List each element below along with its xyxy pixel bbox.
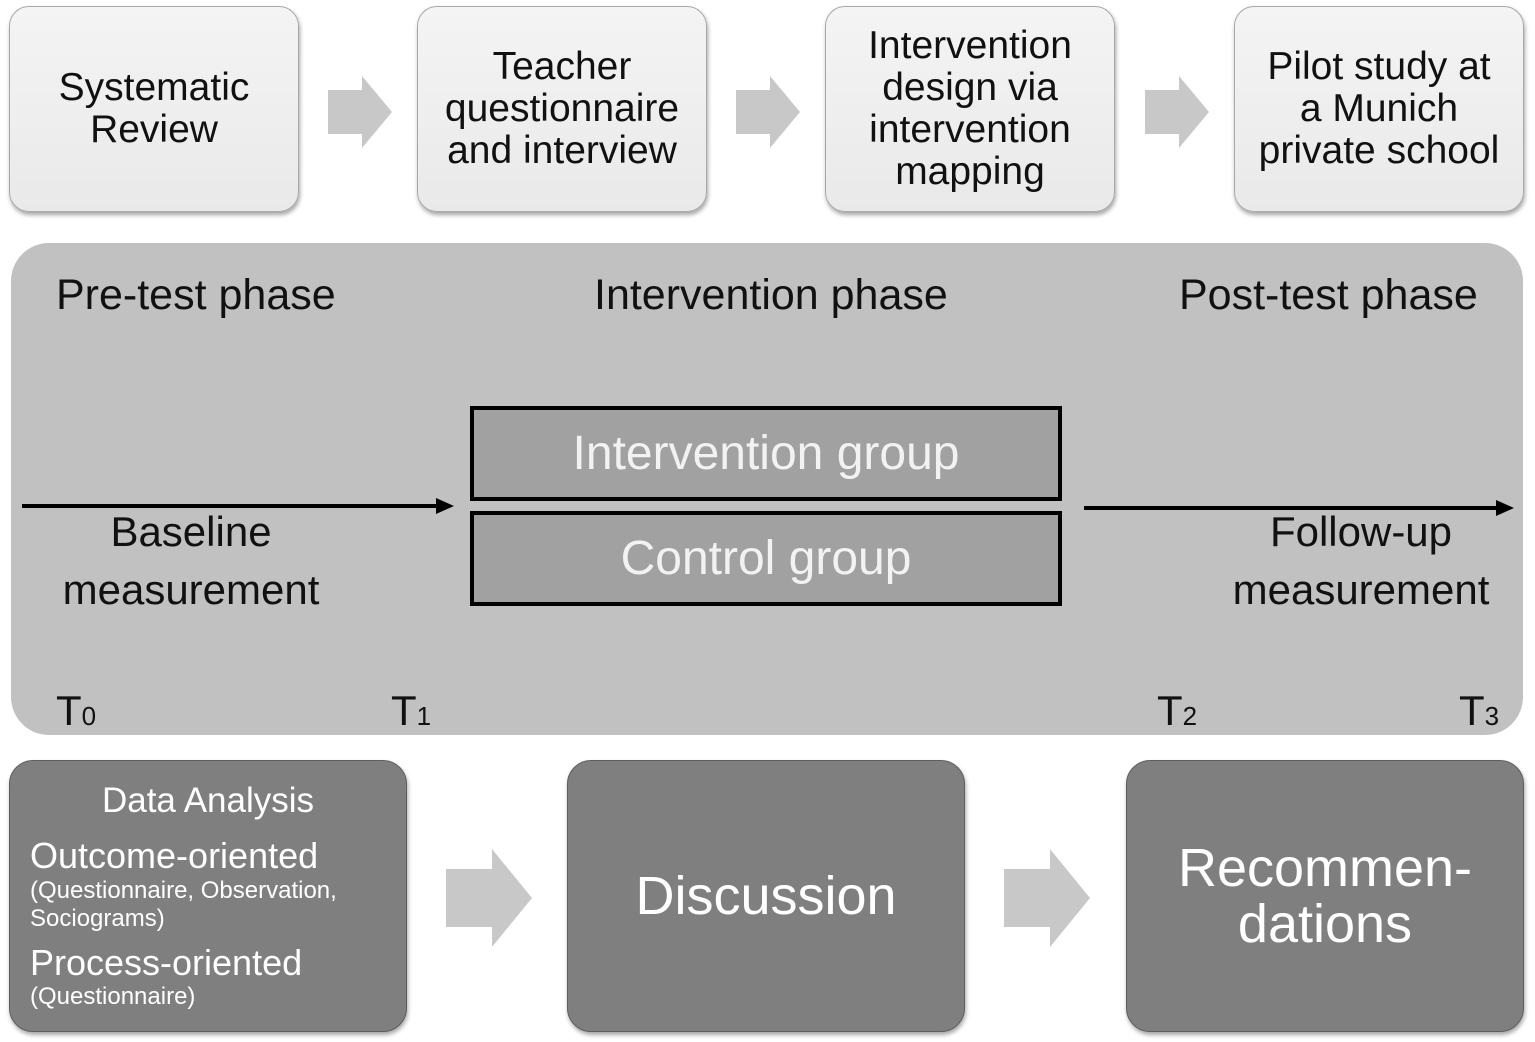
intervention-group-label: Intervention group [572, 427, 960, 480]
block-arrow-right-icon [736, 76, 800, 148]
data-analysis-title: Data Analysis [101, 781, 315, 820]
recommendations-label: Recommen- dations [1177, 838, 1473, 954]
data-analysis-box: Data Analysis Outcome-oriented (Question… [9, 760, 407, 1032]
time-point-t1: T1 [391, 688, 431, 739]
process-oriented-detail: (Questionnaire) [30, 983, 196, 1010]
recommendations-box: Recommen- dations [1126, 760, 1524, 1032]
phase-title-pre-test: Pre-test phase [56, 271, 336, 319]
time-point-letter: T [1157, 687, 1183, 734]
baseline-measurement-label: Baseline measurement [62, 508, 320, 613]
step-label: Pilot study at a Munich private school [1258, 45, 1500, 172]
time-point-t0: T0 [56, 688, 96, 739]
step-label: Systematic Review [58, 66, 250, 151]
step-systematic-review: Systematic Review [9, 6, 299, 212]
time-point-letter: T [391, 687, 417, 734]
time-point-index: 0 [81, 701, 97, 731]
step-teacher-questionnaire: Teacher questionnaire and interview [417, 6, 707, 212]
step-intervention-design: Intervention design via intervention map… [825, 6, 1115, 212]
time-point-letter: T [56, 687, 82, 734]
time-point-index: 2 [1182, 701, 1198, 731]
discussion-box: Discussion [567, 760, 965, 1032]
followup-timeline-arrow-icon [1082, 496, 1518, 525]
block-arrow-right-icon [446, 849, 532, 947]
process-oriented-heading: Process-oriented [30, 942, 303, 983]
step-pilot-study: Pilot study at a Munich private school [1234, 6, 1524, 212]
phase-title-intervention: Intervention phase [594, 271, 948, 319]
time-point-index: 3 [1484, 701, 1500, 731]
control-group-label: Control group [620, 532, 912, 585]
baseline-timeline-arrow-icon [20, 494, 456, 523]
time-point-letter: T [1459, 687, 1485, 734]
time-point-t3: T3 [1459, 688, 1499, 739]
phase-title-post-test: Post-test phase [1179, 271, 1478, 319]
control-group-box: Control group [470, 511, 1062, 606]
intervention-group-box: Intervention group [470, 406, 1062, 501]
time-point-index: 1 [416, 701, 432, 731]
discussion-label: Discussion [635, 866, 897, 926]
step-label: Intervention design via intervention map… [868, 24, 1072, 193]
outcome-oriented-detail: (Questionnaire, Observation, Sociograms) [30, 877, 337, 932]
followup-measurement-label: Follow-up measurement [1232, 508, 1490, 613]
time-point-t2: T2 [1157, 688, 1197, 739]
block-arrow-right-icon [328, 76, 392, 148]
block-arrow-right-icon [1145, 76, 1209, 148]
step-label: Teacher questionnaire and interview [444, 45, 680, 172]
outcome-oriented-heading: Outcome-oriented [30, 835, 319, 876]
block-arrow-right-icon [1004, 849, 1090, 947]
